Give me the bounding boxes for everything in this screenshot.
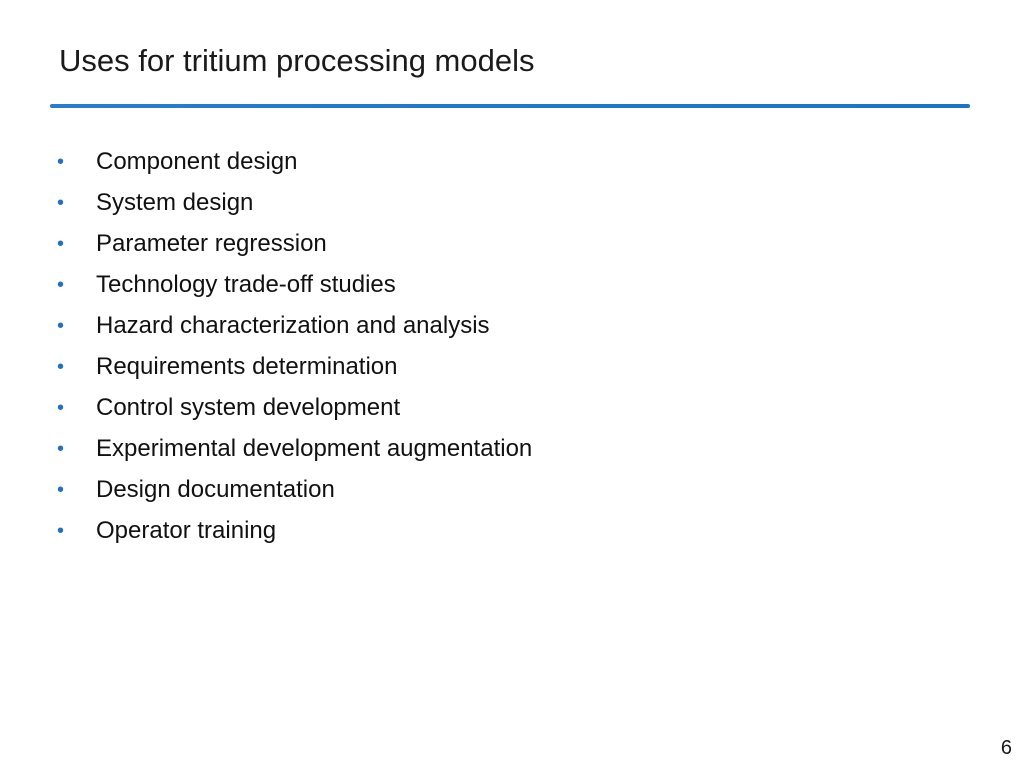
title-divider bbox=[50, 104, 970, 108]
list-item: • Requirements determination bbox=[57, 346, 532, 387]
list-item: • Component design bbox=[57, 141, 532, 182]
bullet-dot-icon: • bbox=[57, 355, 65, 378]
bullet-dot-icon: • bbox=[57, 478, 65, 501]
bullet-list: • Component design • System design • Par… bbox=[57, 141, 532, 551]
page-number: 6 bbox=[1000, 737, 1012, 759]
bullet-text: Technology trade-off studies bbox=[96, 270, 396, 298]
bullet-text: System design bbox=[96, 188, 254, 216]
bullet-text: Experimental development augmentation bbox=[96, 434, 533, 462]
list-item: • Control system development bbox=[57, 387, 532, 428]
bullet-dot-icon: • bbox=[57, 396, 65, 419]
list-item: • Design documentation bbox=[57, 469, 532, 510]
bullet-dot-icon: • bbox=[57, 437, 65, 460]
list-item: • Hazard characterization and analysis bbox=[57, 305, 532, 346]
bullet-text: Design documentation bbox=[96, 475, 335, 503]
bullet-text: Component design bbox=[96, 147, 298, 175]
bullet-dot-icon: • bbox=[57, 519, 65, 542]
list-item: • Parameter regression bbox=[57, 223, 532, 264]
bullet-dot-icon: • bbox=[57, 232, 65, 255]
bullet-text: Hazard characterization and analysis bbox=[96, 311, 490, 339]
bullet-dot-icon: • bbox=[57, 314, 65, 337]
bullet-dot-icon: • bbox=[57, 191, 65, 214]
list-item: • Operator training bbox=[57, 510, 532, 551]
bullet-dot-icon: • bbox=[57, 150, 65, 173]
bullet-text: Requirements determination bbox=[96, 352, 398, 380]
list-item: • System design bbox=[57, 182, 532, 223]
bullet-text: Control system development bbox=[96, 393, 401, 421]
bullet-dot-icon: • bbox=[57, 273, 65, 296]
bullet-text: Parameter regression bbox=[96, 229, 327, 257]
list-item: • Technology trade-off studies bbox=[57, 264, 532, 305]
list-item: • Experimental development augmentation bbox=[57, 428, 532, 469]
bullet-text: Operator training bbox=[96, 516, 277, 544]
slide-title: Uses for tritium processing models bbox=[59, 43, 535, 78]
